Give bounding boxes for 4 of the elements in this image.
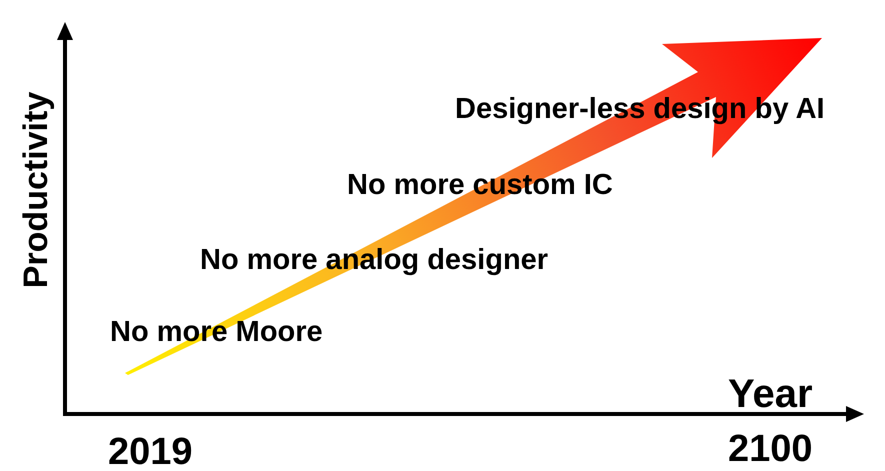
tick-label: 2019: [108, 433, 193, 471]
axis-title: Year: [728, 374, 813, 414]
axis-title: Productivity: [19, 92, 53, 288]
tick-label: 2100: [728, 430, 813, 468]
